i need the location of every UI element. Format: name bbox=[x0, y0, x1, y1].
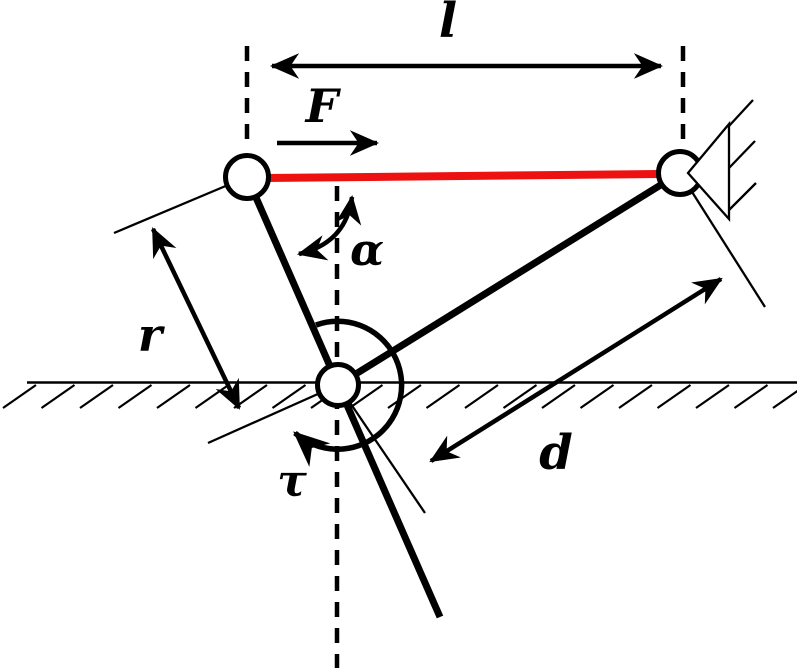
dimension-arrow-d bbox=[429, 277, 723, 463]
angle-arc-arrow bbox=[297, 194, 362, 261]
fixed-support-icon bbox=[686, 99, 757, 223]
label-force-f: F bbox=[304, 79, 342, 133]
label-torque-tau: τ bbox=[277, 456, 307, 507]
red-rod bbox=[265, 170, 660, 182]
label-coupler-d: d bbox=[539, 425, 573, 481]
witness-line-r-bottom bbox=[207, 383, 339, 445]
label-crank-r: r bbox=[138, 308, 166, 362]
joint-left bbox=[223, 153, 271, 201]
witness-line-d-top bbox=[679, 172, 766, 308]
label-angle-alpha: α bbox=[350, 225, 384, 276]
coupler-link bbox=[336, 170, 682, 388]
dimension-arrow-r bbox=[150, 227, 242, 410]
witness-line-r-top bbox=[113, 175, 248, 235]
label-span-l: l bbox=[439, 0, 457, 49]
torque-arc-arrow bbox=[293, 318, 405, 467]
witness-line-d-bottom bbox=[337, 384, 426, 514]
joint-pivot bbox=[315, 362, 361, 408]
